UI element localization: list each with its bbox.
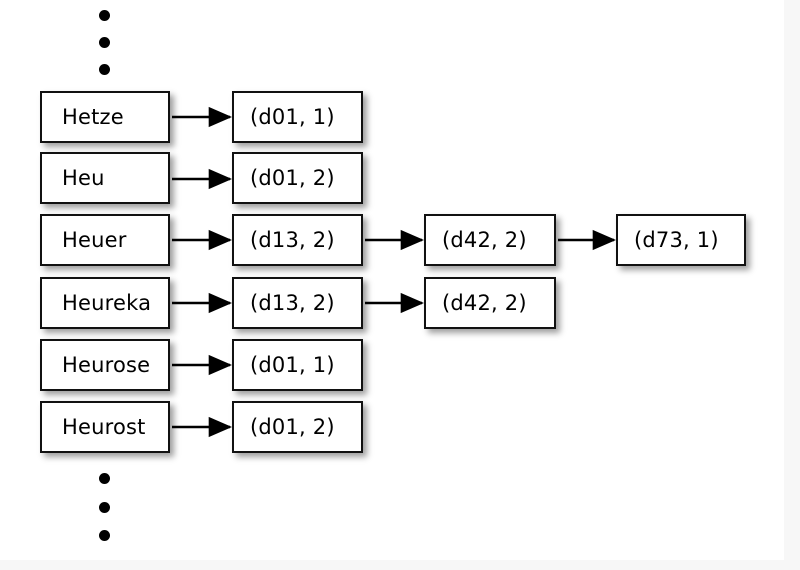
ellipsis-bottom-dot-1 (99, 473, 110, 484)
dictionary-term-box-2[interactable]: Heu (40, 152, 170, 204)
dictionary-term-label: Heurost (62, 414, 146, 439)
posting-box-c1-4[interactable]: (d13, 2) (232, 277, 363, 329)
posting-label: (d73, 1) (634, 227, 719, 252)
posting-label: (d01, 2) (250, 165, 335, 190)
ellipsis-top-dot-2 (99, 37, 110, 48)
dictionary-term-box-5[interactable]: Heurose (40, 339, 170, 391)
posting-label: (d01, 1) (250, 104, 335, 129)
page-gutter-bottom (0, 560, 800, 570)
posting-label: (d42, 2) (442, 290, 527, 315)
posting-box-c3-1[interactable]: (d73, 1) (616, 214, 746, 266)
posting-label: (d42, 2) (442, 227, 527, 252)
posting-box-c2-2[interactable]: (d42, 2) (424, 277, 556, 329)
dictionary-term-label: Heuer (62, 227, 127, 252)
ellipsis-bottom-dot-3 (99, 530, 110, 541)
posting-label: (d01, 1) (250, 352, 335, 377)
dictionary-term-box-4[interactable]: Heureka (40, 277, 170, 329)
ellipsis-bottom-dot-2 (99, 502, 110, 513)
posting-label: (d01, 2) (250, 414, 335, 439)
dictionary-term-label: Hetze (62, 104, 124, 129)
posting-box-c1-3[interactable]: (d13, 2) (232, 214, 363, 266)
dictionary-term-label: Heurose (62, 352, 151, 377)
posting-label: (d13, 2) (250, 290, 335, 315)
posting-box-c1-5[interactable]: (d01, 1) (232, 339, 363, 391)
posting-box-c2-1[interactable]: (d42, 2) (424, 214, 556, 266)
dictionary-term-box-1[interactable]: Hetze (40, 91, 170, 143)
posting-box-c1-1[interactable]: (d01, 1) (232, 91, 363, 143)
ellipsis-top-dot-3 (99, 64, 110, 75)
ellipsis-top-dot-1 (99, 10, 110, 21)
dictionary-term-label: Heu (62, 165, 105, 190)
posting-box-c1-6[interactable]: (d01, 2) (232, 401, 363, 453)
dictionary-term-box-6[interactable]: Heurost (40, 401, 170, 453)
dictionary-term-label: Heureka (62, 290, 152, 315)
page-gutter-right (784, 0, 800, 570)
posting-box-c1-2[interactable]: (d01, 2) (232, 152, 363, 204)
dictionary-term-box-3[interactable]: Heuer (40, 214, 170, 266)
posting-label: (d13, 2) (250, 227, 335, 252)
